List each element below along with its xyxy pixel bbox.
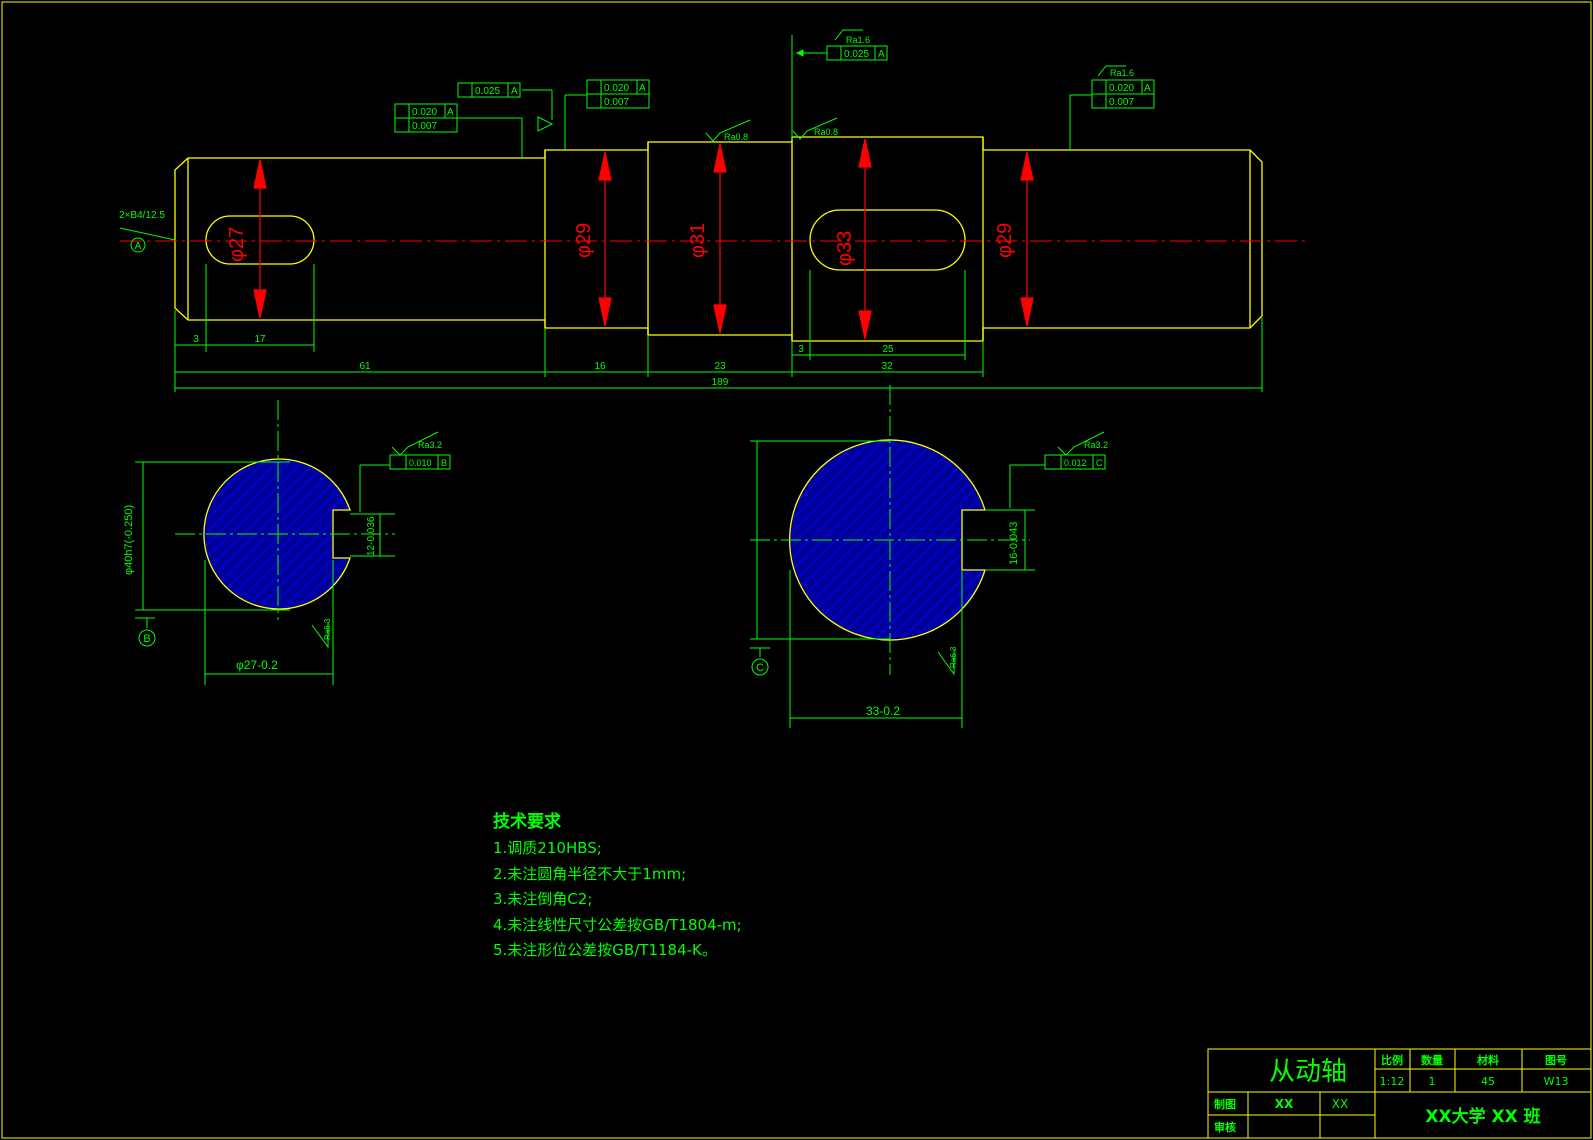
section-b-width: φ27-0.2 <box>236 658 278 672</box>
drawn-date: XX <box>1332 1097 1348 1111</box>
section-b-sym-ref: B <box>441 458 447 468</box>
technical-requirements: 技术要求 1.调质210HBS; 2.未注圆角半径不大于1mm; 3.未注倒角C… <box>493 807 742 964</box>
scale-value: 1:12 <box>1380 1075 1405 1088</box>
drawn-by: XX <box>1275 1097 1294 1111</box>
svg-text:0.007: 0.007 <box>412 121 437 132</box>
svg-text:A: A <box>878 49 885 60</box>
tech-req-item: 2.未注圆角半径不大于1mm; <box>493 864 687 883</box>
diameter-d1: φ27 <box>226 227 248 262</box>
roughness-bearing1: Ra1.6 <box>846 35 870 45</box>
roughness-seat2: Ra0.8 <box>814 127 838 137</box>
section-b-diameter: φ40h7(-0.250) <box>123 505 135 575</box>
svg-text:数量: 数量 <box>1421 1053 1443 1067</box>
section-c-datum: C <box>756 662 764 674</box>
school-name: XX大学 XX 班 <box>1425 1106 1540 1127</box>
tolerance-values: 0.025 A 0.025 A 0.020 A 0.007 0.020 A 0.… <box>412 49 1151 132</box>
svg-text:图号: 图号 <box>1545 1054 1567 1067</box>
part-name: 从动轴 <box>1269 1057 1347 1087</box>
shaft-outline <box>174 136 1263 342</box>
svg-text:0.025: 0.025 <box>844 49 869 60</box>
svg-text:0.020: 0.020 <box>604 83 629 94</box>
section-b: φ40h7(-0.250) φ27-0.2 12-0.036 B Ra3.2 R… <box>123 400 451 685</box>
len-seg1: 61 <box>359 361 371 372</box>
tech-req-item: 3.未注倒角C2; <box>493 890 593 908</box>
diameter-d4: φ33 <box>834 231 856 266</box>
svg-text:A: A <box>639 83 646 94</box>
length-labels: 3 17 3 25 61 16 23 32 189 <box>193 334 894 388</box>
svg-text:0.007: 0.007 <box>604 97 629 108</box>
roughness-bearing2: Ra1.6 <box>1110 68 1134 78</box>
svg-text:A: A <box>447 107 454 118</box>
tech-req-item: 1.调质210HBS; <box>493 839 602 857</box>
svg-text:制图: 制图 <box>1214 1097 1236 1111</box>
tech-req-item: 5.未注形位公差按GB/T1184-K。 <box>493 941 717 959</box>
diameter-arrows <box>253 138 1034 340</box>
section-b-datum: B <box>143 633 150 645</box>
section-b-sym-tol: 0.010 <box>409 458 432 468</box>
datum-a-letter: A <box>135 241 142 252</box>
tolerance-frames <box>394 45 1155 133</box>
len-key1: 17 <box>254 334 266 345</box>
section-b-roughness-top: Ra3.2 <box>418 440 442 450</box>
section-b-key-width: 12-0.036 <box>366 516 377 556</box>
drawing-no-value: W13 <box>1544 1075 1569 1088</box>
tolerance-leaders <box>440 35 1092 158</box>
len-seg2: 16 <box>594 361 606 372</box>
section-c-roughness-top: Ra3.2 <box>1084 440 1108 450</box>
len-total: 189 <box>712 377 729 388</box>
section-c-width: 33-0.2 <box>866 704 900 718</box>
svg-text:材料: 材料 <box>1477 1053 1499 1067</box>
qty-value: 1 <box>1429 1075 1436 1088</box>
center-hole-note: 2×B4/12.5 <box>119 210 165 221</box>
title-block: 从动轴 比例 数量 材料 图号 1:12 1 45 W13 制图 审核 XX X… <box>1207 1048 1592 1139</box>
section-c: 33-0.2 16-0.043 C Ra3.2 Ra6.3 0.012 C <box>750 385 1108 728</box>
section-c-roughness-side: Ra6.3 <box>949 646 958 668</box>
diameter-d3: φ31 <box>687 223 709 258</box>
svg-text:A: A <box>511 86 518 97</box>
diameter-d2: φ29 <box>573 223 595 258</box>
material-value: 45 <box>1481 1075 1495 1088</box>
svg-text:0.020: 0.020 <box>412 107 437 118</box>
tech-req-item: 4.未注线性尺寸公差按GB/T1804-m; <box>493 915 742 934</box>
length-dimensions <box>174 264 1263 392</box>
keyway-2 <box>809 209 966 271</box>
shaft-roughness-symbols <box>705 29 1126 142</box>
roughness-seat1: Ra0.8 <box>724 132 748 142</box>
svg-text:比例: 比例 <box>1381 1053 1403 1067</box>
svg-text:审核: 审核 <box>1214 1120 1236 1134</box>
section-c-sym-tol: 0.012 <box>1064 458 1087 468</box>
svg-text:A: A <box>1144 83 1151 94</box>
datum-a <box>119 227 176 253</box>
svg-text:0.025: 0.025 <box>475 86 500 97</box>
section-c-sym-ref: C <box>1096 458 1103 468</box>
len-key2: 25 <box>882 344 894 355</box>
svg-text:0.020: 0.020 <box>1109 83 1134 94</box>
len-offset2: 3 <box>798 344 804 355</box>
diameter-labels: φ27 φ29 φ31 φ33 φ29 <box>226 223 1016 266</box>
len-seg4: 32 <box>881 361 893 372</box>
diameter-d5: φ29 <box>994 223 1016 258</box>
svg-text:0.007: 0.007 <box>1109 97 1134 108</box>
section-b-roughness-side: Ra6.3 <box>323 618 332 640</box>
len-offset1: 3 <box>193 334 199 345</box>
section-c-key-width: 16-0.043 <box>1008 522 1020 565</box>
tech-req-title: 技术要求 <box>493 812 561 832</box>
len-seg3: 23 <box>714 361 726 372</box>
